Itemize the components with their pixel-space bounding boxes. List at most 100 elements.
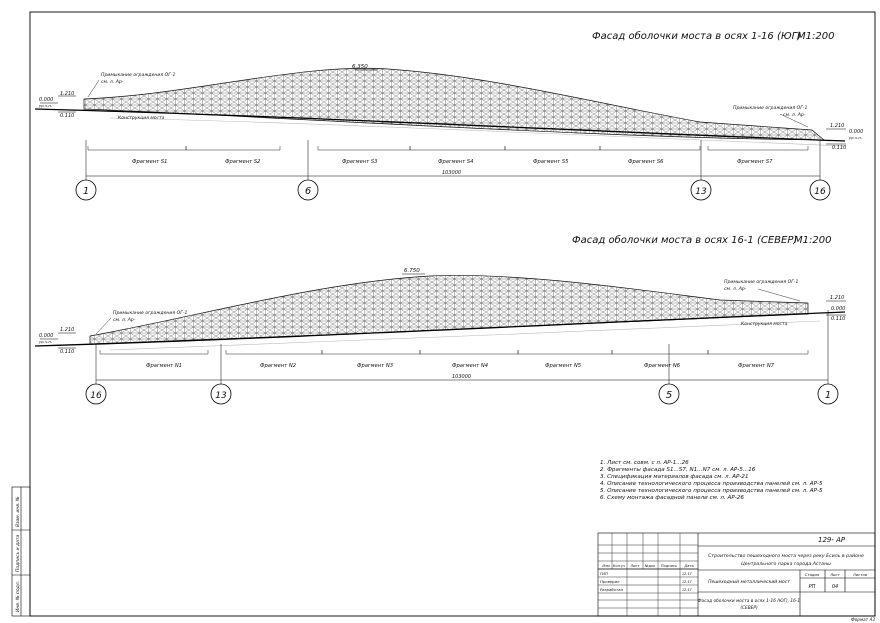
note-1: 1. Лист см. совм. с л. АР-1...26 [600,460,689,466]
note-5: 5. Описание технологического процесса пр… [600,488,823,494]
tb-role-developed: Разработал [600,587,624,592]
north-shell [89,275,809,345]
north-fragment-n7: Фрагмент N7 [738,363,775,369]
south-fragment-braces [87,146,809,151]
north-left-low: 0.110 [60,349,74,355]
north-fragment-n1: Фрагмент N1 [146,363,182,369]
north-left-note-2: см. л. Ар- [113,317,136,323]
south-peak-level: 6.350 [352,64,368,70]
north-axis-label-13: 13 [215,391,227,401]
south-axis-label-6: 6 [305,186,311,197]
south-fragment-s5: Фрагмент S5 [533,159,569,165]
south-axis-bubble-16 [809,179,831,201]
tb-col-date: Дата [683,564,693,568]
north-fragment-n3: Фрагмент N3 [357,363,393,369]
north-fragment-braces [99,350,809,355]
south-title: Фасад оболочки моста в осях 1-16 (ЮГ) [592,30,801,42]
south-scale: М1:200 [797,31,834,42]
tb-format: Формат А3 [851,617,875,622]
south-right-ground: 0.000 [849,129,863,135]
tb-document-code: 129- АР [818,536,846,544]
north-right-note-1: Примыкание ограждения ОГ-1 [724,279,798,285]
south-fragment-s2: Фрагмент S2 [225,159,260,165]
north-axis-bubble-1 [817,383,839,405]
north-scale: М1:200 [794,235,831,246]
tb-stage-value: РП [809,584,816,590]
side-stamp-replace: Взам. инв. № [15,496,21,527]
north-title: Фасад оболочки моста в осях 16-1 (СЕВЕР) [572,234,797,246]
tb-sheet-title-2: (СЕВЕР) [740,605,758,611]
north-left-note-1: Примыкание ограждения ОГ-1 [113,310,187,316]
south-fragment-s4: Фрагмент S4 [438,159,473,165]
south-elevation: Фасад оболочки моста в осях 1-16 (ЮГ) М1… [34,30,863,201]
north-fragment-n4: Фрагмент N4 [452,363,488,369]
south-fragment-s7: Фрагмент S7 [737,159,773,165]
note-3: 3. Спецификация материалов фасада см. л.… [600,474,749,480]
south-right-top: 1.210 [830,123,844,129]
south-right-ground-sub: ур.ч.п. [848,135,862,140]
tb-date-2: 12.17 [682,580,693,584]
north-fragment-n5: Фрагмент N5 [545,363,582,369]
north-elevation: Фасад оболочки моста в осях 16-1 (СЕВЕР)… [34,234,846,405]
north-deck-line [34,311,846,347]
tb-role-gip: ГИП [600,571,608,576]
south-left-top: 1.210 [60,91,74,97]
south-right-low: 0.110 [832,145,846,151]
tb-sheet-value: 04 [832,584,838,590]
side-stamp-inv: Инв. № подл. [15,581,21,612]
general-notes: 1. Лист см. совм. с л. АР-1...26 2. Фраг… [600,460,823,501]
north-axis-bubble-16 [85,383,107,405]
side-stamp-sign: Подпись и дата [15,534,21,572]
north-axis-bubble-5 [658,383,680,405]
south-left-note-1: Примыкание ограждения ОГ-1 [101,72,175,78]
title-block [597,532,876,617]
north-right-top: 1.210 [830,295,844,301]
tb-role-checked: Проверил [600,579,620,584]
north-axis-label-5: 5 [666,390,672,401]
north-fragment-n2: Фрагмент N2 [260,363,296,369]
south-axis-label-13: 13 [695,187,707,197]
note-2: 2. Фрагменты фасада S1...S7, N1...N7 см.… [600,467,756,473]
tb-sheet-title-1: Фасад оболочки моста в осях 1-16 (ЮГ), 1… [698,598,801,604]
south-axis-label-1: 1 [83,186,89,197]
north-right-low: 0.110 [831,316,845,322]
south-axis-bubble-6 [297,179,319,201]
north-axis-label-1: 1 [825,390,831,401]
north-total-dim: 103000 [452,374,471,380]
south-left-ground-sub: ур.ч.п. [38,103,52,108]
north-structure-label: Конструкция моста [741,321,788,327]
north-fragment-n6: Фрагмент N6 [644,363,681,369]
north-right-note-2: см. л. Ар- [724,286,747,292]
tb-date-1: 12.17 [682,572,693,576]
south-axis-bubble-13 [690,179,712,201]
south-left-ground: 0.000 [39,97,53,103]
tb-col-list: Лист [629,564,640,568]
south-structure-label: Конструкция моста [118,115,165,121]
tb-col-doc: №док [644,564,656,568]
south-fragment-s1: Фрагмент S1 [132,159,167,165]
south-right-note-2: см. л. Ар- [783,112,806,118]
tb-sheet-label: Лист [829,572,840,577]
south-fragment-s6: Фрагмент S6 [628,159,664,165]
south-deck-line [34,108,846,142]
tb-sheets-label: Листов [852,572,868,577]
tb-section: Пешеходный металлический мост [708,579,790,585]
side-stamp [11,486,31,617]
north-left-top: 1.210 [60,327,74,333]
tb-col-kol: Кол.уч [613,564,625,568]
south-left-low: 0.110 [60,113,74,119]
tb-project-line-1: Строительство пешеходного моста через ре… [708,553,864,559]
north-axis-bubble-13 [210,383,232,405]
tb-col-izm: Изм [602,564,610,568]
note-6: 6. Схему монтажа фасадной панели см. л. … [600,495,744,501]
north-peak-level: 6.750 [404,268,420,274]
tb-project-line-2: Центрального парка города Астаны [741,561,831,567]
north-left-ground-sub: ур.ч.п. [38,339,52,344]
sheet-border [29,11,876,617]
south-fragment-s3: Фрагмент S3 [342,159,377,165]
south-axis-label-16: 16 [814,187,826,197]
tb-stage-label: Стадия [805,572,820,577]
south-total-dim: 103000 [442,170,461,176]
tb-date-3: 12.17 [682,588,693,592]
